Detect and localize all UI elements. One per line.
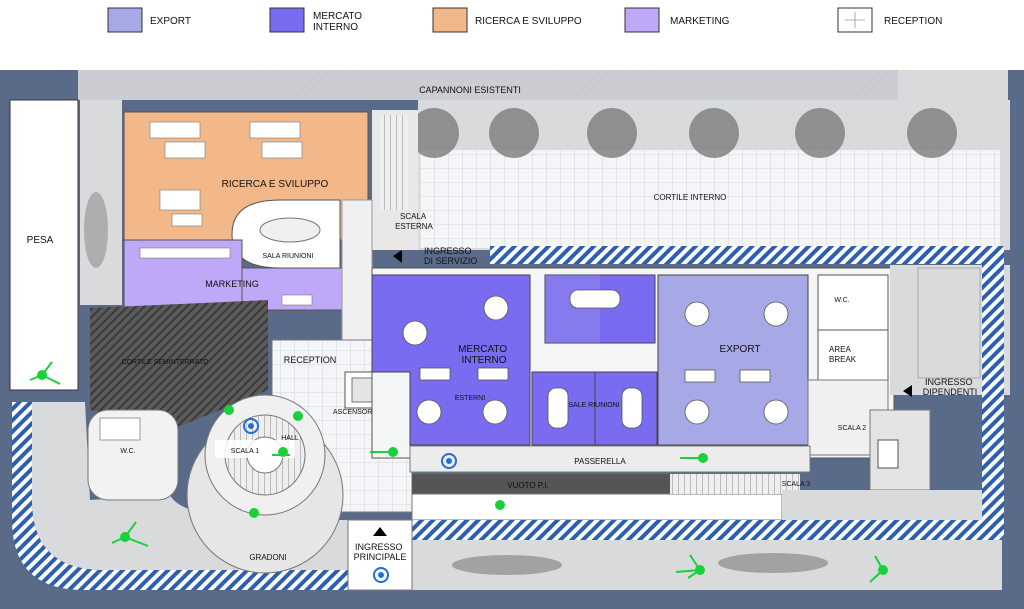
legend-label-ricerca: RICERCA E SVILUPPO	[475, 16, 582, 27]
ingresso-principale-line2: PRINCIPALE	[354, 552, 407, 562]
cortile-seminterrato-label: CORTILE SEMINTERRATO	[121, 359, 209, 366]
legend-swatch-marketing	[624, 7, 660, 33]
scala-esterna-line1: SCALA	[400, 212, 427, 221]
wc-label: W.C.	[834, 297, 849, 304]
legend-swatch-ricerca	[432, 7, 468, 33]
access-icon	[441, 453, 457, 469]
ingresso-servizio-label: INGRESSO DI SERVIZIO	[424, 246, 477, 266]
ingresso-dipendenti-line2: DIPENDENTI	[923, 387, 978, 397]
tree-icon	[795, 108, 845, 158]
wc-left-label: W.C.	[120, 448, 135, 455]
ingresso-principale-label: INGRESSO PRINCIPALE	[354, 542, 407, 562]
legend-label-mercato-line2: INTERNO	[313, 22, 358, 33]
legend-label-marketing: MARKETING	[670, 16, 730, 27]
pesa-area	[9, 99, 79, 391]
access-icon	[243, 418, 259, 434]
tree-icon	[489, 108, 539, 158]
scala-1-label: SCALA 1	[231, 448, 260, 455]
scala-3-label: SCALA 3	[782, 481, 811, 488]
sensor-icon	[293, 411, 303, 421]
legend-label-reception: RECEPTION	[884, 16, 942, 27]
legend-swatch-mercato	[269, 7, 305, 33]
pesa-label: PESA	[27, 235, 54, 246]
sale-riunioni-label: SALE RIUNIONI	[568, 402, 619, 409]
area-break-label: AREA BREAK	[829, 345, 857, 364]
access-icon	[373, 567, 389, 583]
area-break-line1: AREA	[829, 345, 851, 354]
ingresso-principale-arrow-icon	[373, 527, 387, 536]
sala-riunioni-label: SALA RIUNIONI	[263, 253, 314, 260]
mercato-line2: INTERNO	[462, 355, 507, 366]
area-break-line2: BREAK	[829, 355, 857, 364]
legend-swatch-export	[107, 7, 143, 33]
legend: EXPORT MERCATO INTERNO RICERCA E SVILUPP…	[107, 7, 942, 33]
export-label: EXPORT	[720, 344, 761, 355]
tree-icon	[907, 108, 957, 158]
legend-label-export: EXPORT	[150, 16, 191, 27]
ascensore-label: ASCENSORE	[333, 409, 377, 416]
ingresso-servizio-line1: INGRESSO	[424, 246, 472, 256]
cortile-interno-label: CORTILE INTERNO	[654, 193, 727, 202]
mercato-tables	[402, 295, 509, 425]
ingresso-servizio-arrow-icon	[393, 250, 402, 263]
hatched-path-left	[12, 402, 348, 590]
vuoto-label: VUOTO P.I.	[507, 481, 549, 490]
capannoni-label: CAPANNONI ESISTENTI	[419, 85, 521, 95]
ingresso-servizio-line2: DI SERVIZIO	[424, 256, 477, 266]
hatched-path-bottom	[412, 520, 1002, 540]
tree-icon	[587, 108, 637, 158]
legend-label-mercato-line1: MERCATO	[313, 11, 362, 22]
marketing-label: MARKETING	[205, 279, 259, 289]
ingresso-dipendenti-line1: INGRESSO	[925, 377, 973, 387]
tree-icon	[689, 108, 739, 158]
hatched-path-top	[490, 246, 1004, 264]
passerella	[409, 445, 811, 473]
sensor-icon	[495, 500, 505, 510]
ingresso-dipendenti-arrow-icon	[903, 385, 912, 397]
scala-esterna-label: SCALA ESTERNA	[395, 212, 433, 231]
access-markers	[243, 418, 457, 583]
ingresso-principale-line1: INGRESSO	[355, 542, 403, 552]
gradoni-label: GRADONI	[249, 553, 286, 562]
tree-icon	[409, 108, 459, 158]
legend-label-mercato: MERCATO INTERNO	[313, 11, 365, 33]
trees	[409, 108, 957, 158]
esterni-label: ESTERNI	[455, 395, 485, 402]
cortile-seminterrato	[90, 300, 268, 428]
sensor-icon	[224, 405, 234, 415]
hall-label: HALL	[281, 435, 299, 442]
ricerca-label: RICERCA E SVILUPPO	[222, 179, 329, 190]
scala-2-label: SCALA 2	[838, 425, 867, 432]
vuoto-pi	[412, 474, 670, 494]
mercato-interno-label: MERCATO INTERNO	[458, 344, 510, 366]
export-tables	[684, 301, 789, 425]
camera-markers	[29, 361, 888, 583]
reception-label: RECEPTION	[284, 355, 337, 365]
ingresso-dipendenti-label: INGRESSO DIPENDENTI	[923, 377, 978, 397]
sale-riunioni-top	[544, 274, 656, 344]
passerella-label: PASSERELLA	[574, 457, 626, 466]
sensor-icon	[249, 508, 259, 518]
mercato-line1: MERCATO	[458, 344, 507, 355]
scala-esterna-line2: ESTERNA	[395, 222, 433, 231]
